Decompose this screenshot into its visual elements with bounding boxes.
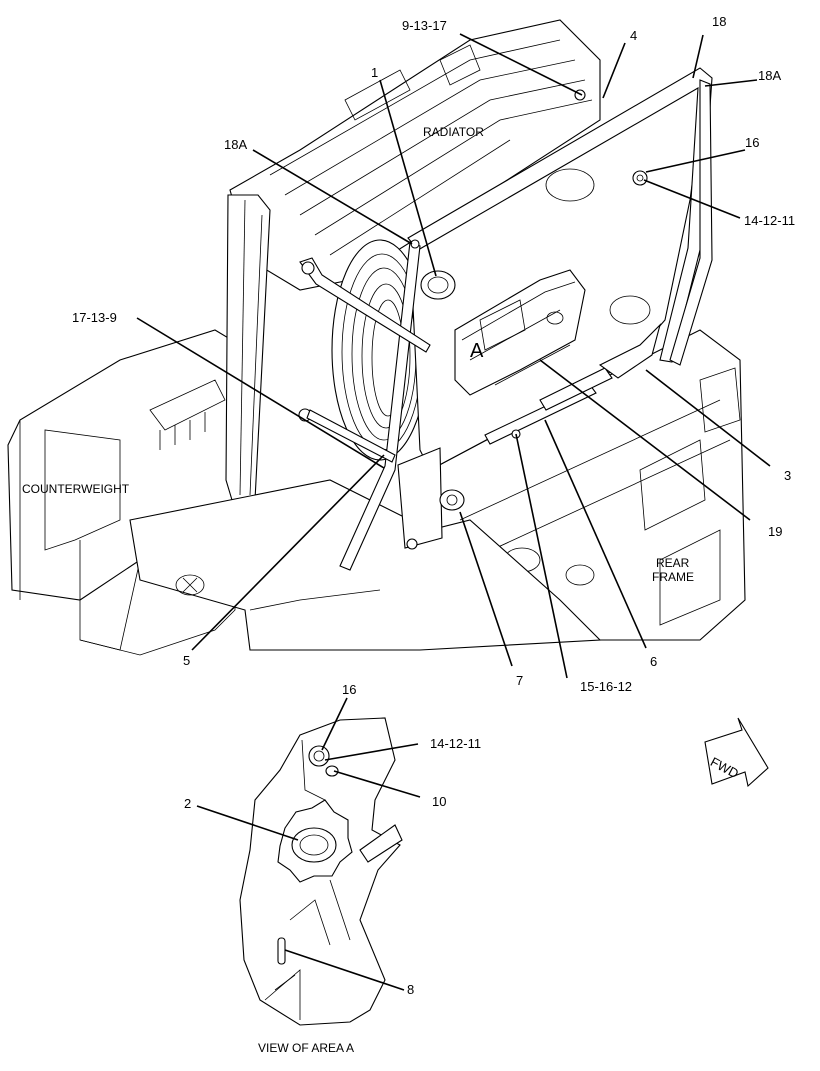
seal-strip-18a-left [339, 241, 421, 571]
rear-frame-label-line2: FRAME [652, 570, 694, 584]
callout-labels: 9-13-17 4 18 18A 1 18A 16 14-12-11 17-13… [72, 14, 795, 694]
radiator [229, 19, 601, 291]
callout-2: 2 [184, 796, 191, 811]
strip-6 [484, 367, 613, 445]
area-a-marker: A [470, 340, 484, 362]
rear-frame-label-line1: REAR [656, 556, 690, 570]
detail-view-area-a: 16 14-12-11 10 2 8 VIEW OF AREA A [184, 682, 481, 1055]
callout-15-16-12: 15-16-12 [580, 679, 632, 694]
callout-leaders [136, 33, 771, 679]
left-post [225, 194, 271, 501]
callout-8: 8 [407, 982, 414, 997]
callout-14-12-11-detail: 14-12-11 [430, 736, 481, 751]
callout-18a-right: 18A [758, 68, 781, 83]
callout-5: 5 [183, 653, 190, 668]
callout-18: 18 [712, 14, 726, 29]
callout-14-12-11-top: 14-12-11 [744, 213, 795, 228]
callout-16-detail: 16 [342, 682, 356, 697]
callout-4: 4 [630, 28, 637, 43]
grommet-1 [420, 270, 456, 300]
callout-16-top: 16 [745, 135, 759, 150]
callout-9-13-17: 9-13-17 [402, 18, 447, 33]
bracket-3 [598, 323, 662, 379]
counterweight-label: COUNTERWEIGHT [22, 482, 130, 496]
callout-17-13-9: 17-13-9 [72, 310, 117, 325]
view-caption: VIEW OF AREA A [258, 1041, 354, 1055]
radiator-label: RADIATOR [423, 125, 484, 139]
callout-18a-left: 18A [224, 137, 247, 152]
forward-arrow-icon: FWD [704, 717, 769, 788]
callout-6: 6 [650, 654, 657, 669]
callout-19: 19 [768, 524, 782, 539]
callout-10: 10 [432, 794, 446, 809]
main-assembly: A RADIATOR COUNTERWEIGHT REAR FRAME [7, 19, 746, 656]
seal-strip-18a-right [669, 79, 713, 366]
callout-3: 3 [784, 468, 791, 483]
callout-1: 1 [371, 65, 378, 80]
seal-strip-18 [407, 67, 713, 363]
rods [298, 257, 431, 463]
bracket-7 [397, 447, 465, 549]
callout-7: 7 [516, 673, 523, 688]
